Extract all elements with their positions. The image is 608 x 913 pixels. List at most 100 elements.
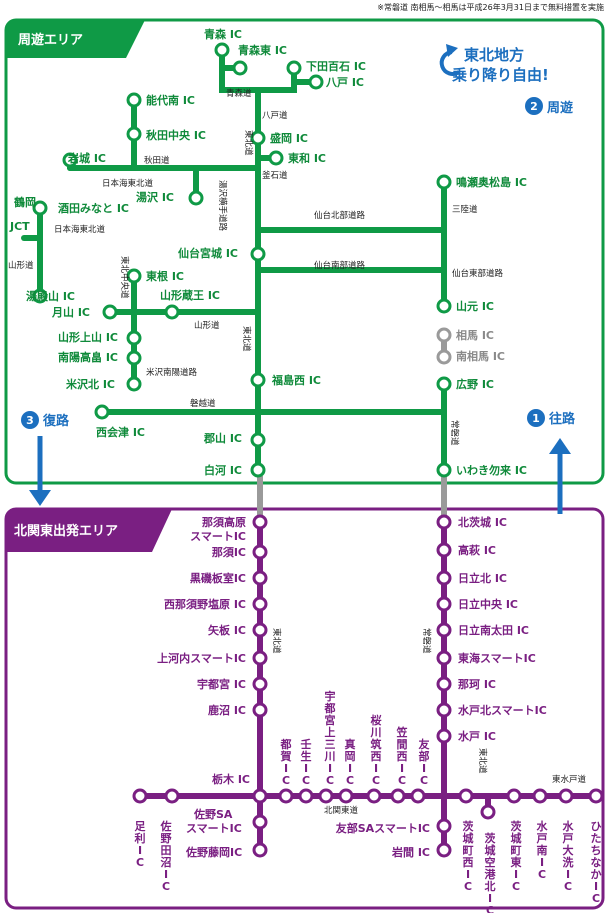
south-node[interactable] (252, 570, 268, 586)
south-node[interactable] (458, 788, 474, 804)
ic-mito[interactable]: 水戸 IC (458, 729, 496, 743)
south-node[interactable] (532, 788, 548, 804)
north-node[interactable] (436, 462, 452, 478)
north-node[interactable] (250, 432, 266, 448)
south-node[interactable] (390, 788, 406, 804)
north-node[interactable] (126, 350, 142, 366)
free-node[interactable] (436, 349, 452, 365)
ic-shirakawa[interactable]: 白河 IC (204, 463, 242, 477)
north-node[interactable] (436, 376, 452, 392)
north-node[interactable] (232, 60, 248, 76)
south-node[interactable] (252, 622, 268, 638)
ic-nasu-kogen-smart[interactable]: スマートIC (190, 530, 246, 543)
south-node[interactable] (436, 570, 452, 586)
ic-yamamoto[interactable]: 山元 IC (456, 299, 494, 313)
ic-fukushima-nishi[interactable]: 福島西 IC (271, 373, 321, 387)
ic-nasu[interactable]: 那須IC (212, 545, 246, 559)
south-node[interactable] (132, 788, 148, 804)
ic-kita-ibaraki[interactable]: 北茨城 IC (458, 515, 507, 529)
ic-tokai-smart[interactable]: 東海スマートIC (458, 651, 536, 665)
ic-iwaki-nakoso[interactable]: いわき勿来 IC (456, 463, 527, 477)
south-node[interactable] (252, 788, 268, 804)
north-node[interactable] (188, 190, 204, 206)
north-node[interactable] (126, 268, 142, 284)
ic-tochigi[interactable]: 栃木 IC (212, 772, 250, 786)
south-node[interactable] (436, 842, 452, 858)
ic-sakata-minato[interactable]: 酒田みなと IC (58, 202, 129, 215)
south-node[interactable] (436, 702, 452, 718)
ic-tomobe-sa-smart[interactable]: 友部SAスマートIC (336, 821, 430, 835)
ic-hitachi-chuo[interactable]: 日立中央 IC (458, 597, 518, 611)
ic-yudonosan[interactable]: 湯殿山 IC (26, 289, 75, 303)
south-node[interactable] (436, 514, 452, 530)
south-node[interactable] (436, 818, 452, 834)
south-node[interactable] (410, 788, 426, 804)
north-node[interactable] (102, 304, 118, 320)
south-node[interactable] (338, 788, 354, 804)
ic-yamagata-zao[interactable]: 山形蔵王 IC (160, 288, 220, 302)
north-node[interactable] (436, 298, 452, 314)
north-node[interactable] (164, 304, 180, 320)
ic-kuroiso-itamuro[interactable]: 黒磯板室IC (190, 571, 246, 585)
ic-tsuruoka[interactable]: 鶴岡 (14, 195, 36, 209)
south-node[interactable] (298, 788, 314, 804)
ic-hirono[interactable]: 広野 IC (456, 377, 494, 391)
south-node[interactable] (252, 702, 268, 718)
ic-hitachi-kita[interactable]: 日立北 IC (458, 571, 507, 585)
ic-minami-soma[interactable]: 南相馬 IC (456, 349, 505, 363)
ic-mito-kita-smart[interactable]: 水戸北スマートIC (458, 703, 547, 717)
south-node[interactable] (436, 676, 452, 692)
ic-utsunomiya[interactable]: 宇都宮 IC (197, 677, 246, 691)
ic-sano-fujioka[interactable]: 佐野藤岡IC (185, 845, 242, 859)
ic-iwaki-akita[interactable]: 岩城 IC (67, 151, 106, 165)
ic-sano-sa[interactable]: 佐野SA (193, 807, 233, 821)
north-node[interactable] (62, 152, 78, 168)
north-node[interactable] (436, 174, 452, 190)
free-node[interactable] (436, 327, 452, 343)
ic-iwama[interactable]: 岩間 IC (391, 845, 430, 859)
ic-towa[interactable]: 東和 IC (288, 151, 326, 165)
south-node[interactable] (252, 650, 268, 666)
ic-morioka[interactable]: 盛岡 IC (270, 131, 308, 145)
ic-sano-sa-smart[interactable]: スマートIC (186, 822, 242, 835)
north-node[interactable] (126, 376, 142, 392)
north-node[interactable] (250, 462, 266, 478)
south-node[interactable] (278, 788, 294, 804)
ic-nanyo-takahata[interactable]: 南陽高畠 IC (58, 350, 118, 364)
south-node[interactable] (506, 788, 522, 804)
south-node[interactable] (252, 596, 268, 612)
south-node[interactable] (436, 622, 452, 638)
ic-kamikawachi-smart[interactable]: 上河内スマートIC (157, 651, 246, 665)
ic-aomori[interactable]: 青森 IC (204, 27, 242, 41)
ic-jct[interactable]: JCT (9, 220, 30, 233)
ic-nasu-kogen[interactable]: 那須高原 (202, 515, 246, 529)
south-node[interactable] (436, 650, 452, 666)
north-node[interactable] (126, 330, 142, 346)
ic-hitachi-minami-ota[interactable]: 日立南太田 IC (458, 623, 529, 637)
north-node[interactable] (214, 42, 230, 58)
north-node[interactable] (126, 92, 142, 108)
north-node[interactable] (268, 150, 284, 166)
south-node[interactable] (252, 676, 268, 692)
north-node[interactable] (126, 126, 142, 142)
north-node[interactable] (250, 246, 266, 262)
south-node[interactable] (252, 544, 268, 560)
ic-aomori-higashi[interactable]: 青森東 IC (238, 43, 287, 57)
ic-nishi-aizu[interactable]: 西会津 IC (96, 425, 145, 439)
ic-yamagata-kaminoyama[interactable]: 山形上山 IC (58, 330, 118, 344)
ic-yuzawa[interactable]: 湯沢 IC (136, 190, 174, 204)
ic-sendai-miyagi[interactable]: 仙台宮城 IC (178, 246, 238, 260)
ic-nishinasuno-shiobara[interactable]: 西那須野塩原 IC (164, 597, 246, 611)
ic-kanuma[interactable]: 鹿沼 IC (208, 703, 246, 717)
south-node[interactable] (252, 842, 268, 858)
ic-akita-chuo[interactable]: 秋田中央 IC (146, 128, 206, 142)
ic-hachinohe[interactable]: 八戸 IC (325, 76, 364, 89)
ic-naruse-okumatsushima[interactable]: 鳴瀬奥松島 IC (456, 175, 527, 189)
south-node[interactable] (480, 804, 496, 820)
south-node[interactable] (558, 788, 574, 804)
ic-koriyama[interactable]: 郡山 IC (203, 431, 242, 445)
south-node[interactable] (436, 596, 452, 612)
ic-yaita[interactable]: 矢板 IC (208, 623, 246, 637)
north-node[interactable] (32, 200, 48, 216)
ic-gassan[interactable]: 月山 IC (51, 305, 90, 319)
